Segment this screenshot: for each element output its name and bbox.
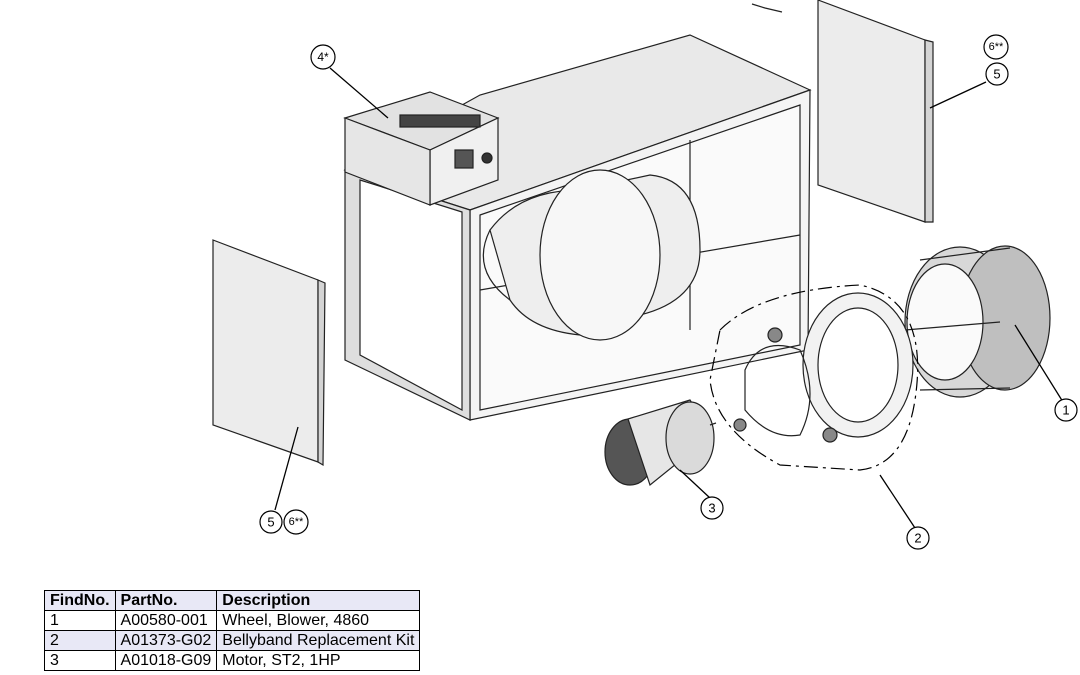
callout-5-top: 5 [985, 62, 1009, 86]
cell-description: Wheel, Blower, 4860 [216, 610, 421, 631]
cell-description: Bellyband Replacement Kit [216, 630, 421, 651]
table-header-row: FindNo. PartNo. Description [44, 590, 421, 611]
callout-4: 4* [310, 44, 336, 70]
leader-4 [329, 67, 389, 119]
cell-description: Motor, ST2, 1HP [216, 650, 421, 671]
callout-6-bottom: 6** [283, 509, 309, 535]
callout-1-label: 1 [1062, 403, 1069, 418]
leader-3 [679, 469, 711, 499]
blower-scroll [482, 169, 701, 341]
callout-6-top: 6** [983, 34, 1009, 60]
callout-2: 2 [906, 526, 930, 550]
table-row: 3 A01018-G09 Motor, ST2, 1HP [44, 650, 421, 671]
callout-3-label: 3 [708, 501, 715, 516]
bellyband-kit [709, 284, 919, 471]
callout-5-top-label: 5 [993, 67, 1000, 82]
filter-panel-left [212, 239, 326, 467]
blower-wheel [904, 245, 1051, 398]
bracket-fragment [751, 3, 783, 13]
control-box [343, 91, 500, 206]
callout-3: 3 [700, 496, 724, 520]
leader-5-top [929, 81, 987, 109]
callout-6-bottom-label: 6** [289, 516, 304, 528]
callout-1: 1 [1054, 398, 1078, 422]
cell-partno: A00580-001 [114, 610, 218, 631]
cell-partno: A01373-G02 [114, 630, 218, 651]
table-row: 2 A01373-G02 Bellyband Replacement Kit [44, 630, 421, 651]
callout-2-label: 2 [914, 531, 921, 546]
cell-findno: 2 [44, 630, 116, 651]
callout-4-label: 4* [317, 50, 329, 64]
callout-6-top-label: 6** [989, 41, 1004, 53]
cell-partno: A01018-G09 [114, 650, 218, 671]
parts-table: FindNo. PartNo. Description 1 A00580-001… [44, 590, 421, 671]
filter-panel-top [817, 0, 934, 223]
motor [604, 399, 717, 487]
callout-5-bottom-label: 5 [267, 515, 274, 530]
cell-findno: 3 [44, 650, 116, 671]
header-description: Description [216, 590, 421, 611]
cell-findno: 1 [44, 610, 116, 631]
header-partno: PartNo. [114, 590, 218, 611]
leader-2 [879, 474, 916, 529]
table-row: 1 A00580-001 Wheel, Blower, 4860 [44, 610, 421, 631]
leader-5-bottom [274, 426, 299, 511]
header-findno: FindNo. [44, 590, 116, 611]
callout-5-bottom: 5 [259, 510, 283, 534]
leader-1 [1014, 324, 1064, 403]
